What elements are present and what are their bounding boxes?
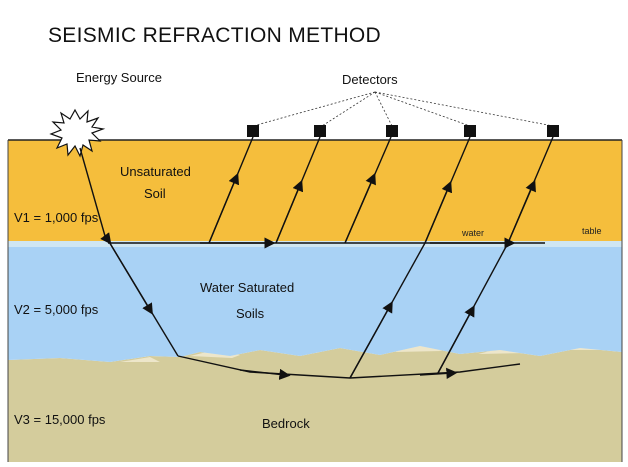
explosion-icon xyxy=(49,108,106,158)
detector-leader-lines xyxy=(252,91,554,127)
diagram-title: SEISMIC REFRACTION METHOD xyxy=(48,24,381,47)
detector-4 xyxy=(464,125,476,137)
energy-source-label: Energy Source xyxy=(76,70,162,85)
unsaturated-label-line1: Unsaturated xyxy=(120,164,191,179)
ray-paths xyxy=(79,136,554,380)
unsaturated-soil-layer xyxy=(8,140,622,246)
detectors-label: Detectors xyxy=(342,72,398,87)
bedrock-layer xyxy=(8,346,622,462)
v1-label: V1 = 1,000 fps xyxy=(14,210,99,225)
detector-1 xyxy=(247,125,259,137)
detector-3 xyxy=(386,125,398,137)
saturated-label-line1: Water Saturated xyxy=(200,280,294,295)
unsaturated-label-line2: Soil xyxy=(144,186,166,201)
water-table-label-water: water xyxy=(461,228,484,238)
water-table-label-table: table xyxy=(582,226,602,236)
detector-5 xyxy=(547,125,559,137)
saturated-soil-layer xyxy=(8,246,622,362)
water-table-line xyxy=(8,241,622,247)
v3-label: V3 = 15,000 fps xyxy=(14,412,106,427)
v2-label: V2 = 5,000 fps xyxy=(14,302,99,317)
bedrock-label: Bedrock xyxy=(262,416,310,431)
saturated-label-line2: Soils xyxy=(236,306,265,321)
detector-2 xyxy=(314,125,326,137)
